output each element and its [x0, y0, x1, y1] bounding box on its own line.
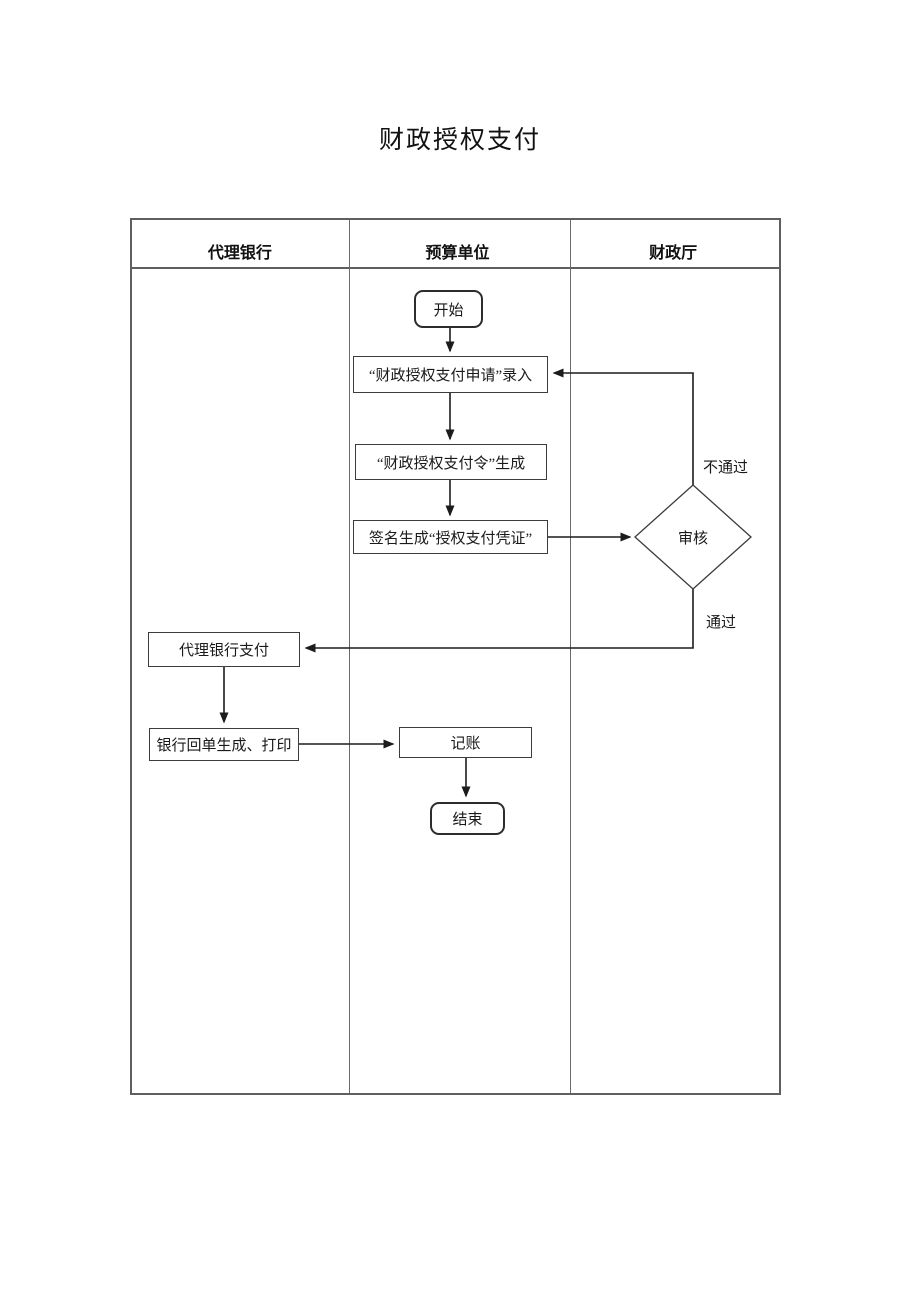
- flow-node-payment-order-generation: “财政授权支付令”生成: [355, 444, 547, 480]
- edge-label-pass: 通过: [706, 615, 737, 631]
- swimlane-header-finance-dept: 财政厅: [649, 244, 698, 262]
- lane-divider-2: [570, 220, 571, 1093]
- page-title: 财政授权支付: [378, 127, 541, 154]
- flow-node-bookkeeping: 记账: [399, 727, 532, 758]
- swimlane-header-row: 代理银行 预算单位 财政厅: [132, 220, 779, 269]
- swimlane-header-budget-unit: 预算单位: [425, 244, 490, 262]
- flow-node-agent-bank-payment: 代理银行支付: [148, 632, 300, 667]
- swimlane-header-agent-bank: 代理银行: [207, 244, 272, 262]
- flow-node-bank-receipt-print: 银行回单生成、打印: [149, 728, 299, 761]
- edge-label-reject: 不通过: [703, 460, 749, 476]
- lane-divider-1: [349, 220, 350, 1093]
- flow-node-sign-voucher-generation: 签名生成“授权支付凭证”: [353, 520, 548, 554]
- flow-node-end: 结束: [430, 802, 505, 835]
- flow-node-start: 开始: [414, 290, 483, 328]
- flow-node-payment-application-entry: “财政授权支付申请”录入: [353, 356, 548, 393]
- flow-node-review-label: 审核: [677, 530, 708, 547]
